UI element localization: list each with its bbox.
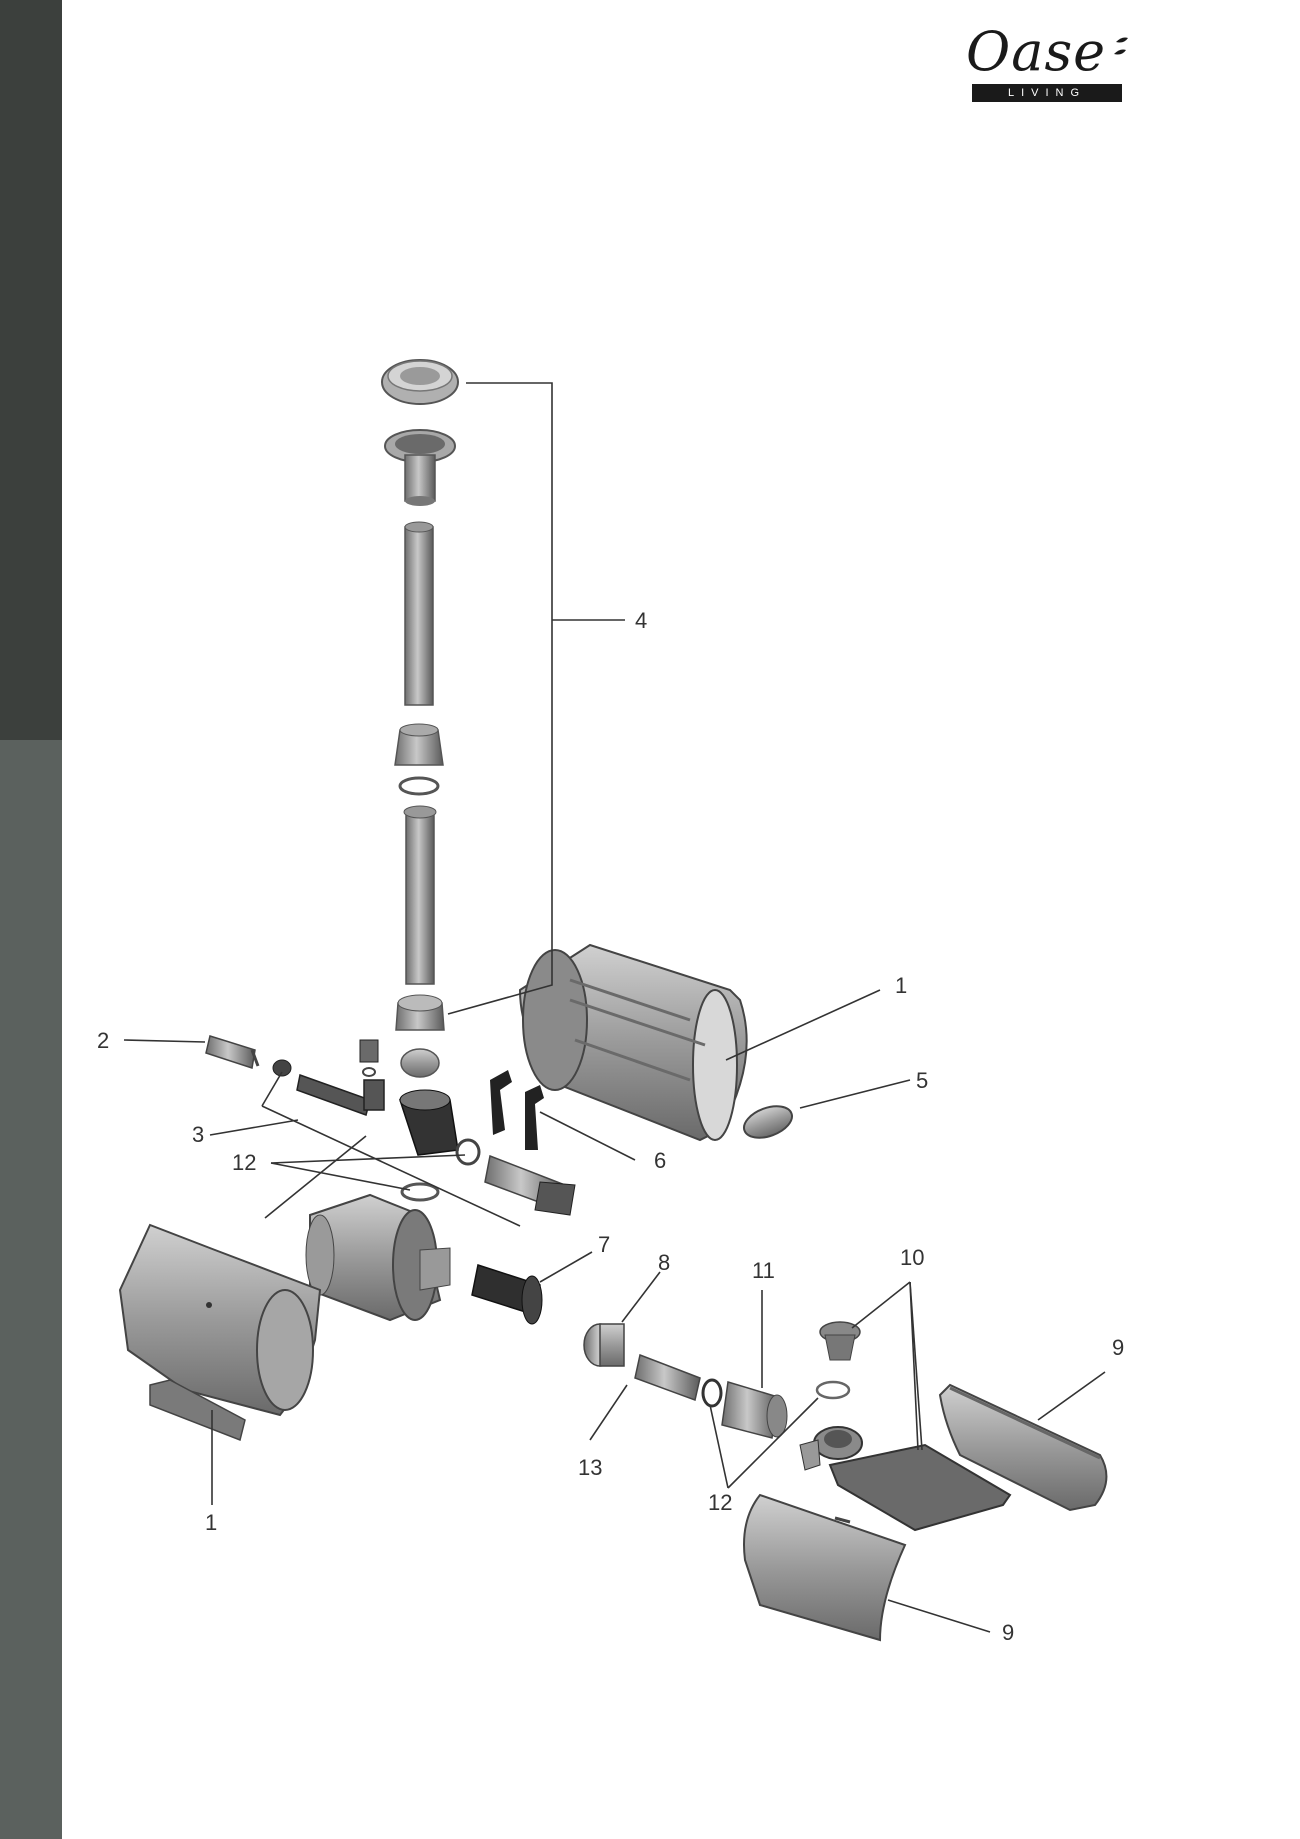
stepped-hose-adapter	[634, 1353, 701, 1401]
housing-half-lower	[118, 1223, 322, 1442]
logo-droplets-icon	[1114, 37, 1128, 55]
regulator-outlet	[484, 1154, 576, 1216]
o-ring-connector	[701, 1378, 723, 1408]
part-label-1-housing-upper: 1	[895, 973, 907, 998]
extension-pipe-lower	[403, 805, 437, 985]
extension-pipe-upper	[404, 521, 434, 706]
part-label-6: 6	[654, 1148, 666, 1173]
part-label-7: 7	[598, 1232, 610, 1257]
part-label-11: 11	[752, 1258, 775, 1283]
part-label-2: 2	[97, 1028, 109, 1053]
distributor-cap	[272, 1059, 292, 1077]
sidebar-grey-band	[0, 740, 62, 1839]
pump-motor	[305, 1193, 451, 1322]
part-label-9-upper: 9	[1112, 1335, 1124, 1360]
part-label-4: 4	[635, 608, 647, 633]
part-label-8: 8	[658, 1250, 670, 1275]
o-ring-inlet	[815, 1380, 851, 1400]
part-label-10: 10	[900, 1245, 924, 1270]
pipe-coupling-nut	[394, 723, 444, 766]
clamp-right	[525, 1085, 544, 1150]
o-ring-pipe	[398, 776, 440, 796]
filter-shell-upper	[938, 1383, 1108, 1512]
part-label-12-lower: 12	[708, 1490, 732, 1515]
outlet-adapter	[471, 1264, 543, 1325]
hose-tail-nozzle	[205, 1035, 260, 1069]
part-label-9-lower: 9	[1002, 1620, 1014, 1645]
part-label-1-housing-lower: 1	[205, 1510, 217, 1535]
union-connector	[721, 1381, 788, 1439]
logo-wordmark: Oase	[966, 20, 1107, 83]
threaded-cap	[583, 1323, 625, 1367]
leader-lines	[123, 382, 1106, 1633]
part-label-13: 13	[578, 1455, 602, 1480]
fountain-nozzle-cap	[381, 359, 459, 405]
cable-plug-cover	[743, 1105, 793, 1139]
o-ring-valve	[455, 1138, 481, 1166]
o-ring-motor	[400, 1182, 440, 1202]
logo-tagline: LIVING WATER	[972, 84, 1122, 117]
fountain-nozzle-base	[384, 429, 456, 506]
filter-base-plate	[799, 1426, 1012, 1532]
part-label-5: 5	[916, 1068, 928, 1093]
distributor-valve-assembly	[296, 1039, 459, 1156]
part-label-12-upper: 12	[232, 1150, 256, 1175]
pipe-adapter-ring	[400, 1048, 440, 1078]
housing-half-upper	[518, 943, 748, 1142]
pipe-adapter-nut	[395, 994, 445, 1031]
filter-shell-lower	[743, 1493, 907, 1642]
clamp-left	[490, 1070, 512, 1135]
part-label-3: 3	[192, 1122, 204, 1147]
sidebar-dark-band	[0, 0, 62, 740]
filter-lid-plug	[819, 1321, 861, 1361]
oase-logo: Oase LIVING WATER	[962, 20, 1132, 117]
